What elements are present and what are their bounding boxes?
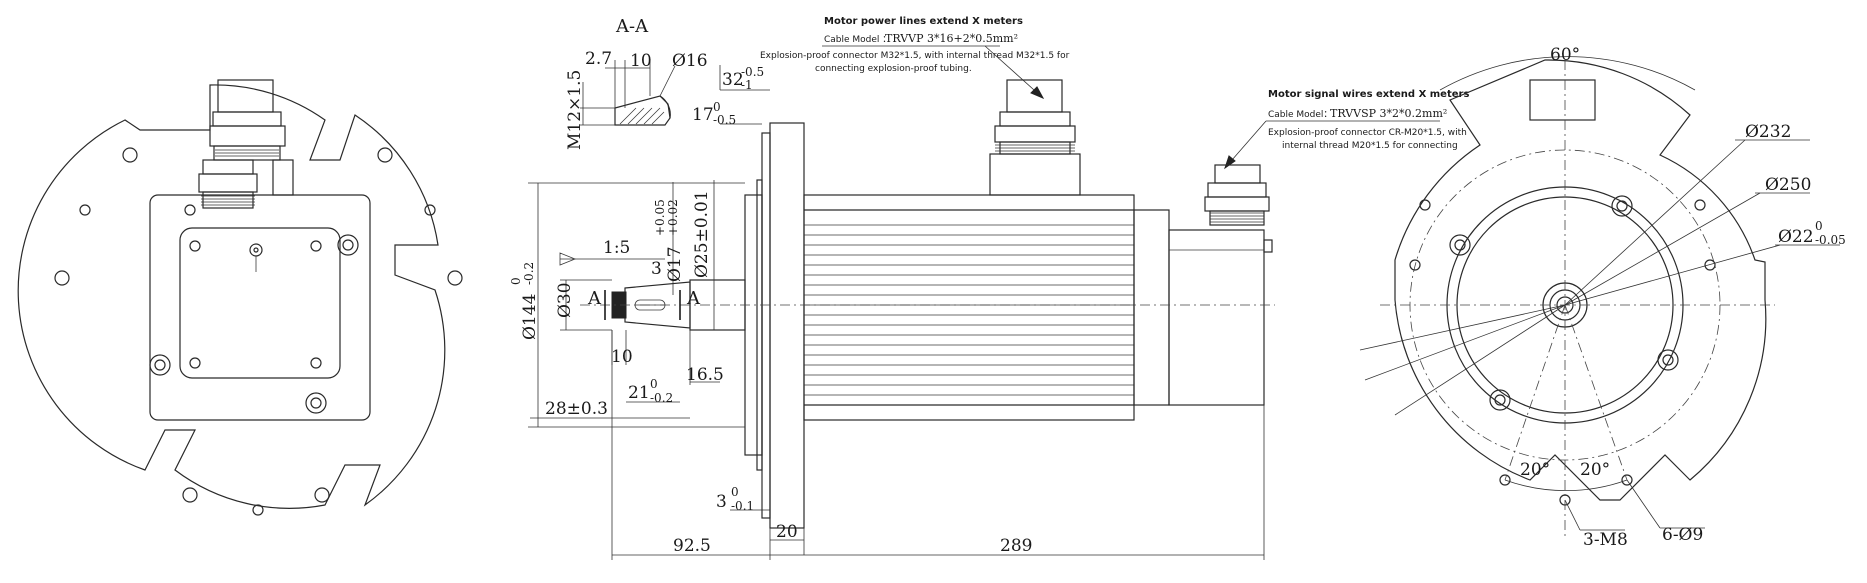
dim-3-key: 3: [651, 259, 662, 279]
signal-cable-note: Motor signal wires extend X meters Cable…: [1224, 89, 1469, 170]
dim-3b-tol1: 0: [731, 485, 739, 499]
dim-32: 32: [722, 70, 744, 90]
dim-10-shaft: 10: [611, 347, 633, 367]
section-marker-a-left: A: [587, 288, 602, 309]
dim-taper: 1:5: [603, 238, 630, 258]
power-cable-line1: Explosion-proof connector M32*1.5, with …: [760, 51, 1070, 61]
dim-phi17-tol2: +0.02: [666, 199, 680, 236]
dim-phi144-tol2: -0.2: [522, 262, 536, 285]
dim-3b-tol2: -0.1: [731, 499, 754, 513]
dim-21-tol2: -0.2: [650, 391, 673, 405]
dim-28: 28±0.3: [545, 399, 608, 419]
dim-21-tol1: 0: [650, 377, 658, 391]
dim-3-m8: 3-M8: [1583, 530, 1628, 550]
dim-3b: 3: [716, 492, 727, 512]
dim-angle-20a: 20°: [1520, 460, 1550, 480]
signal-cable-model-value: TRVVSP 3*2*0.2mm²: [1330, 107, 1447, 120]
dim-phi25: Ø25±0.01: [692, 190, 712, 278]
dim-m12-thread: M12×1.5: [565, 70, 585, 150]
power-cable-model-label: Cable Model ：: [824, 35, 891, 45]
dim-92-5: 92.5: [673, 536, 711, 556]
power-cable-line2: connecting explosion-proof tubing.: [815, 64, 972, 74]
dim-angle-20b: 20°: [1580, 460, 1610, 480]
dim-phi30: Ø30: [555, 282, 575, 318]
front-mount-holes: [1409, 195, 1716, 506]
front-view: 60° Ø232 Ø250 Ø22 0 -0.05 20° 20° 3-M8 6…: [1359, 45, 1846, 550]
dim-phi144: Ø144: [520, 294, 540, 340]
dim-289: 289: [1000, 536, 1032, 556]
flange-holes: [54, 147, 463, 516]
section-a-a: A-A 2.7 10 Ø16 M12×1.5: [565, 16, 708, 150]
side-view: 32 -0.5 -1 17 0 -0.5 1:5 3 Ø17 +0.05 +0.…: [509, 65, 1275, 560]
dim-angle-60: 60°: [1550, 45, 1580, 65]
dim-17-tol2: -0.5: [713, 113, 736, 127]
power-cable-title: Motor power lines extend X meters: [824, 16, 1023, 27]
dim-phi22-tol2: -0.05: [1815, 233, 1846, 247]
dim-32-tol2: -1: [741, 78, 753, 92]
signal-cable-model-label: Cable Model：: [1268, 110, 1332, 120]
power-cable-model-value: TRVVP 3*16+2*0.5mm²: [885, 32, 1018, 45]
section-title: A-A: [615, 16, 649, 37]
dim-phi144-tol1: 0: [509, 277, 523, 285]
dim-20: 20: [776, 522, 798, 542]
dim-17: 17: [692, 105, 714, 125]
dim-10-section: 10: [630, 51, 652, 71]
signal-cable-line1: Explosion-proof connector CR-M20*1.5, wi…: [1268, 128, 1467, 138]
dim-phi17: Ø17: [665, 246, 685, 282]
dim-21: 21: [628, 383, 650, 403]
dim-phi250: Ø250: [1765, 175, 1811, 195]
dim-17-tol1: 0: [713, 100, 721, 114]
dim-16-5: 16.5: [686, 365, 724, 385]
signal-cable-line2: internal thread M20*1.5 for connecting: [1282, 141, 1458, 151]
dim-phi232: Ø232: [1745, 122, 1791, 142]
dim-32-tol: -0.5: [741, 65, 764, 79]
power-cable-note: Motor power lines extend X meters Cable …: [760, 16, 1070, 100]
dim-phi16: Ø16: [672, 51, 708, 71]
dim-phi17-tol1: +0.05: [653, 199, 667, 236]
section-marker-a-right: A: [686, 288, 701, 309]
dim-2-7: 2.7: [585, 49, 612, 69]
dim-6-phi9: 6-Ø9: [1662, 525, 1703, 545]
dim-phi22: Ø22: [1778, 227, 1814, 247]
rear-view: [17, 79, 463, 516]
signal-cable-title: Motor signal wires extend X meters: [1268, 89, 1469, 100]
dim-phi22-tol1: 0: [1815, 219, 1823, 233]
